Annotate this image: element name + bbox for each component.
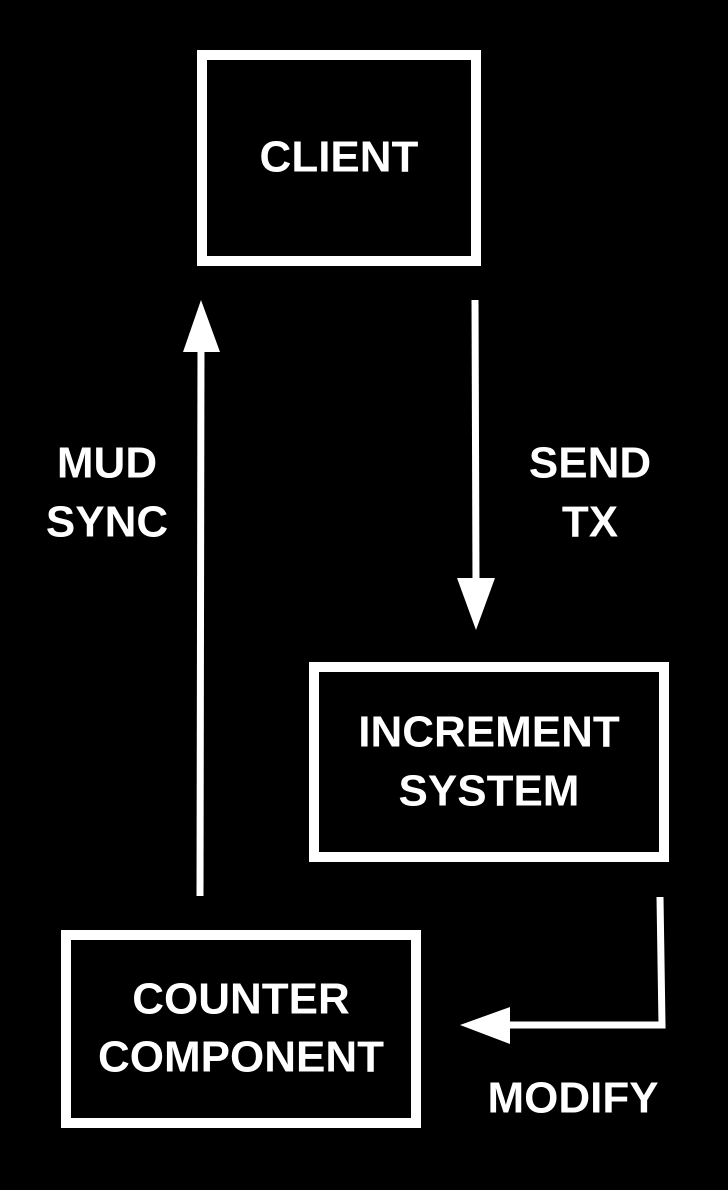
client-label: CLIENT — [260, 133, 419, 182]
mud-sync-label-line-1: MUD — [57, 439, 157, 488]
send-tx-label-line-2: TX — [562, 498, 618, 547]
client-node: CLIENT — [197, 50, 481, 266]
send-tx-arrow: SEND TX — [457, 299, 651, 630]
client-box — [197, 50, 481, 266]
increment-system-label-line-1: INCREMENT — [358, 708, 620, 757]
mud-sync-arrow: MUD SYNC — [46, 300, 220, 897]
modify-arrow: MODIFY — [460, 896, 666, 1123]
counter-component-label-line-1: COUNTER — [132, 975, 350, 1024]
mud-sync-label-line-2: SYNC — [46, 498, 168, 547]
counter-component-label-line-2: COMPONENT — [98, 1033, 384, 1082]
send-tx-arrow-shaft — [471, 299, 480, 583]
counter-component-node: COUNTER COMPONENT — [61, 930, 421, 1128]
mud-sync-arrow-head — [183, 300, 220, 352]
counter-component-box — [61, 930, 421, 1128]
modify-arrow-shaft — [505, 896, 666, 1029]
increment-system-node: INCREMENT SYSTEM — [309, 662, 669, 862]
mud-sync-arrow-shaft — [196, 344, 205, 897]
modify-arrow-head — [460, 1007, 510, 1044]
modify-label: MODIFY — [487, 1074, 658, 1123]
increment-system-box — [309, 662, 669, 862]
send-tx-arrow-head — [457, 578, 495, 630]
increment-system-label-line-2: SYSTEM — [399, 767, 580, 816]
send-tx-label-line-1: SEND — [529, 439, 651, 488]
